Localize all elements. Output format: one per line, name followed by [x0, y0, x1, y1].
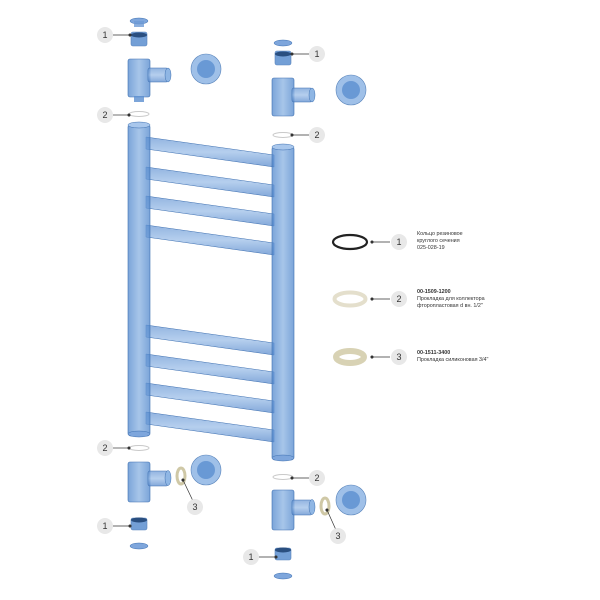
legend-part-code: 00-1509-1200 — [417, 289, 451, 295]
crossbar — [145, 382, 275, 414]
left-vertical-pipe — [127, 123, 151, 437]
callout-bubble: 1 — [391, 234, 407, 250]
bottom-left-wall-flange — [190, 454, 222, 486]
legend-parts: 1 2 3 — [331, 233, 407, 366]
callout-bubble: 1 — [243, 549, 259, 565]
callout-bubble: 1 — [97, 518, 113, 534]
bottom-right-gasket — [272, 474, 294, 480]
callout-bubble: 3 — [330, 528, 346, 544]
callout-bubble: 2 — [391, 291, 407, 307]
top-right-plug — [274, 50, 292, 66]
rail-crossbars — [145, 136, 275, 443]
legend-item-ptfe-gasket: 00-1509-1200 Прокладка для коллектора фт… — [417, 289, 485, 311]
top-left-wall-flange — [190, 53, 222, 85]
svg-text:1: 1 — [314, 49, 319, 59]
callouts: 1 2 1 2 2 3 1 2 3 1 — [97, 27, 346, 565]
top-right-cap — [273, 39, 293, 47]
bottom-right-cap — [273, 572, 293, 580]
svg-text:3: 3 — [396, 352, 401, 362]
legend-line: круглого сечения — [417, 238, 460, 245]
crossbar — [145, 411, 275, 443]
ptfe-gasket-part — [332, 290, 368, 308]
legend-line: Прокладка для коллектора — [417, 296, 485, 303]
bottom-right-tee-fitting — [271, 489, 316, 531]
legend-part-code: 00-1511-3400 — [417, 350, 451, 356]
legend-line: фторопластовая d вн. 1/2" — [417, 303, 483, 310]
bottom-left-tee-fitting — [127, 461, 172, 503]
legend-line: Прокладка силиконовая 3/4" — [417, 357, 489, 364]
callout-bubble: 2 — [309, 470, 325, 486]
oring-part — [331, 233, 369, 251]
svg-text:1: 1 — [102, 521, 107, 531]
bottom-right-wall-flange — [335, 484, 367, 516]
legend-line: Кольцо резиновое — [417, 231, 463, 237]
top-right-tee-fitting — [271, 77, 316, 117]
towel-rail — [127, 121, 295, 462]
bottom-left-cap — [129, 542, 149, 550]
callout-bubble: 3 — [187, 499, 203, 515]
svg-text:2: 2 — [102, 110, 107, 120]
svg-text:1: 1 — [248, 552, 253, 562]
callout-bubble: 1 — [309, 46, 325, 62]
top-right-wall-flange — [335, 74, 367, 106]
svg-text:3: 3 — [335, 531, 340, 541]
top-left-cap — [129, 17, 149, 27]
bottom-left-plug — [130, 517, 148, 531]
crossbar — [145, 324, 275, 356]
top-right-gasket — [272, 132, 294, 138]
svg-text:2: 2 — [314, 130, 319, 140]
crossbar — [145, 136, 275, 168]
callout-bubble: 2 — [97, 107, 113, 123]
bottom-right-plug — [274, 547, 292, 561]
callout-bubble: 3 — [391, 349, 407, 365]
silicone-gasket-part — [333, 348, 367, 366]
top-left-gasket — [128, 111, 150, 117]
svg-text:1: 1 — [102, 30, 107, 40]
bottom-right-silicone-gasket — [319, 496, 331, 516]
right-vertical-pipe — [271, 145, 295, 461]
crossbar — [145, 224, 275, 256]
top-left-tee-fitting — [127, 58, 172, 102]
svg-text:3: 3 — [192, 502, 197, 512]
bottom-left-silicone-gasket — [175, 466, 187, 486]
legend-item-oring: Кольцо резиновое круглого сечения 025-02… — [417, 231, 463, 253]
svg-text:2: 2 — [102, 443, 107, 453]
bottom-left-gasket — [128, 445, 150, 451]
callout-bubble: 1 — [97, 27, 113, 43]
callout-bubble: 2 — [97, 440, 113, 456]
crossbar — [145, 353, 275, 385]
callout-bubble: 2 — [309, 127, 325, 143]
svg-text:2: 2 — [396, 294, 401, 304]
svg-text:1: 1 — [396, 237, 401, 247]
legend-item-silicone-gasket: 00-1511-3400 Прокладка силиконовая 3/4" — [417, 350, 488, 364]
crossbar — [145, 195, 275, 227]
legend-line: 025-028-19 — [417, 245, 445, 252]
svg-text:2: 2 — [314, 473, 319, 483]
top-left-plug — [130, 31, 148, 47]
leader-lines — [113, 33, 390, 559]
crossbar — [145, 166, 275, 198]
